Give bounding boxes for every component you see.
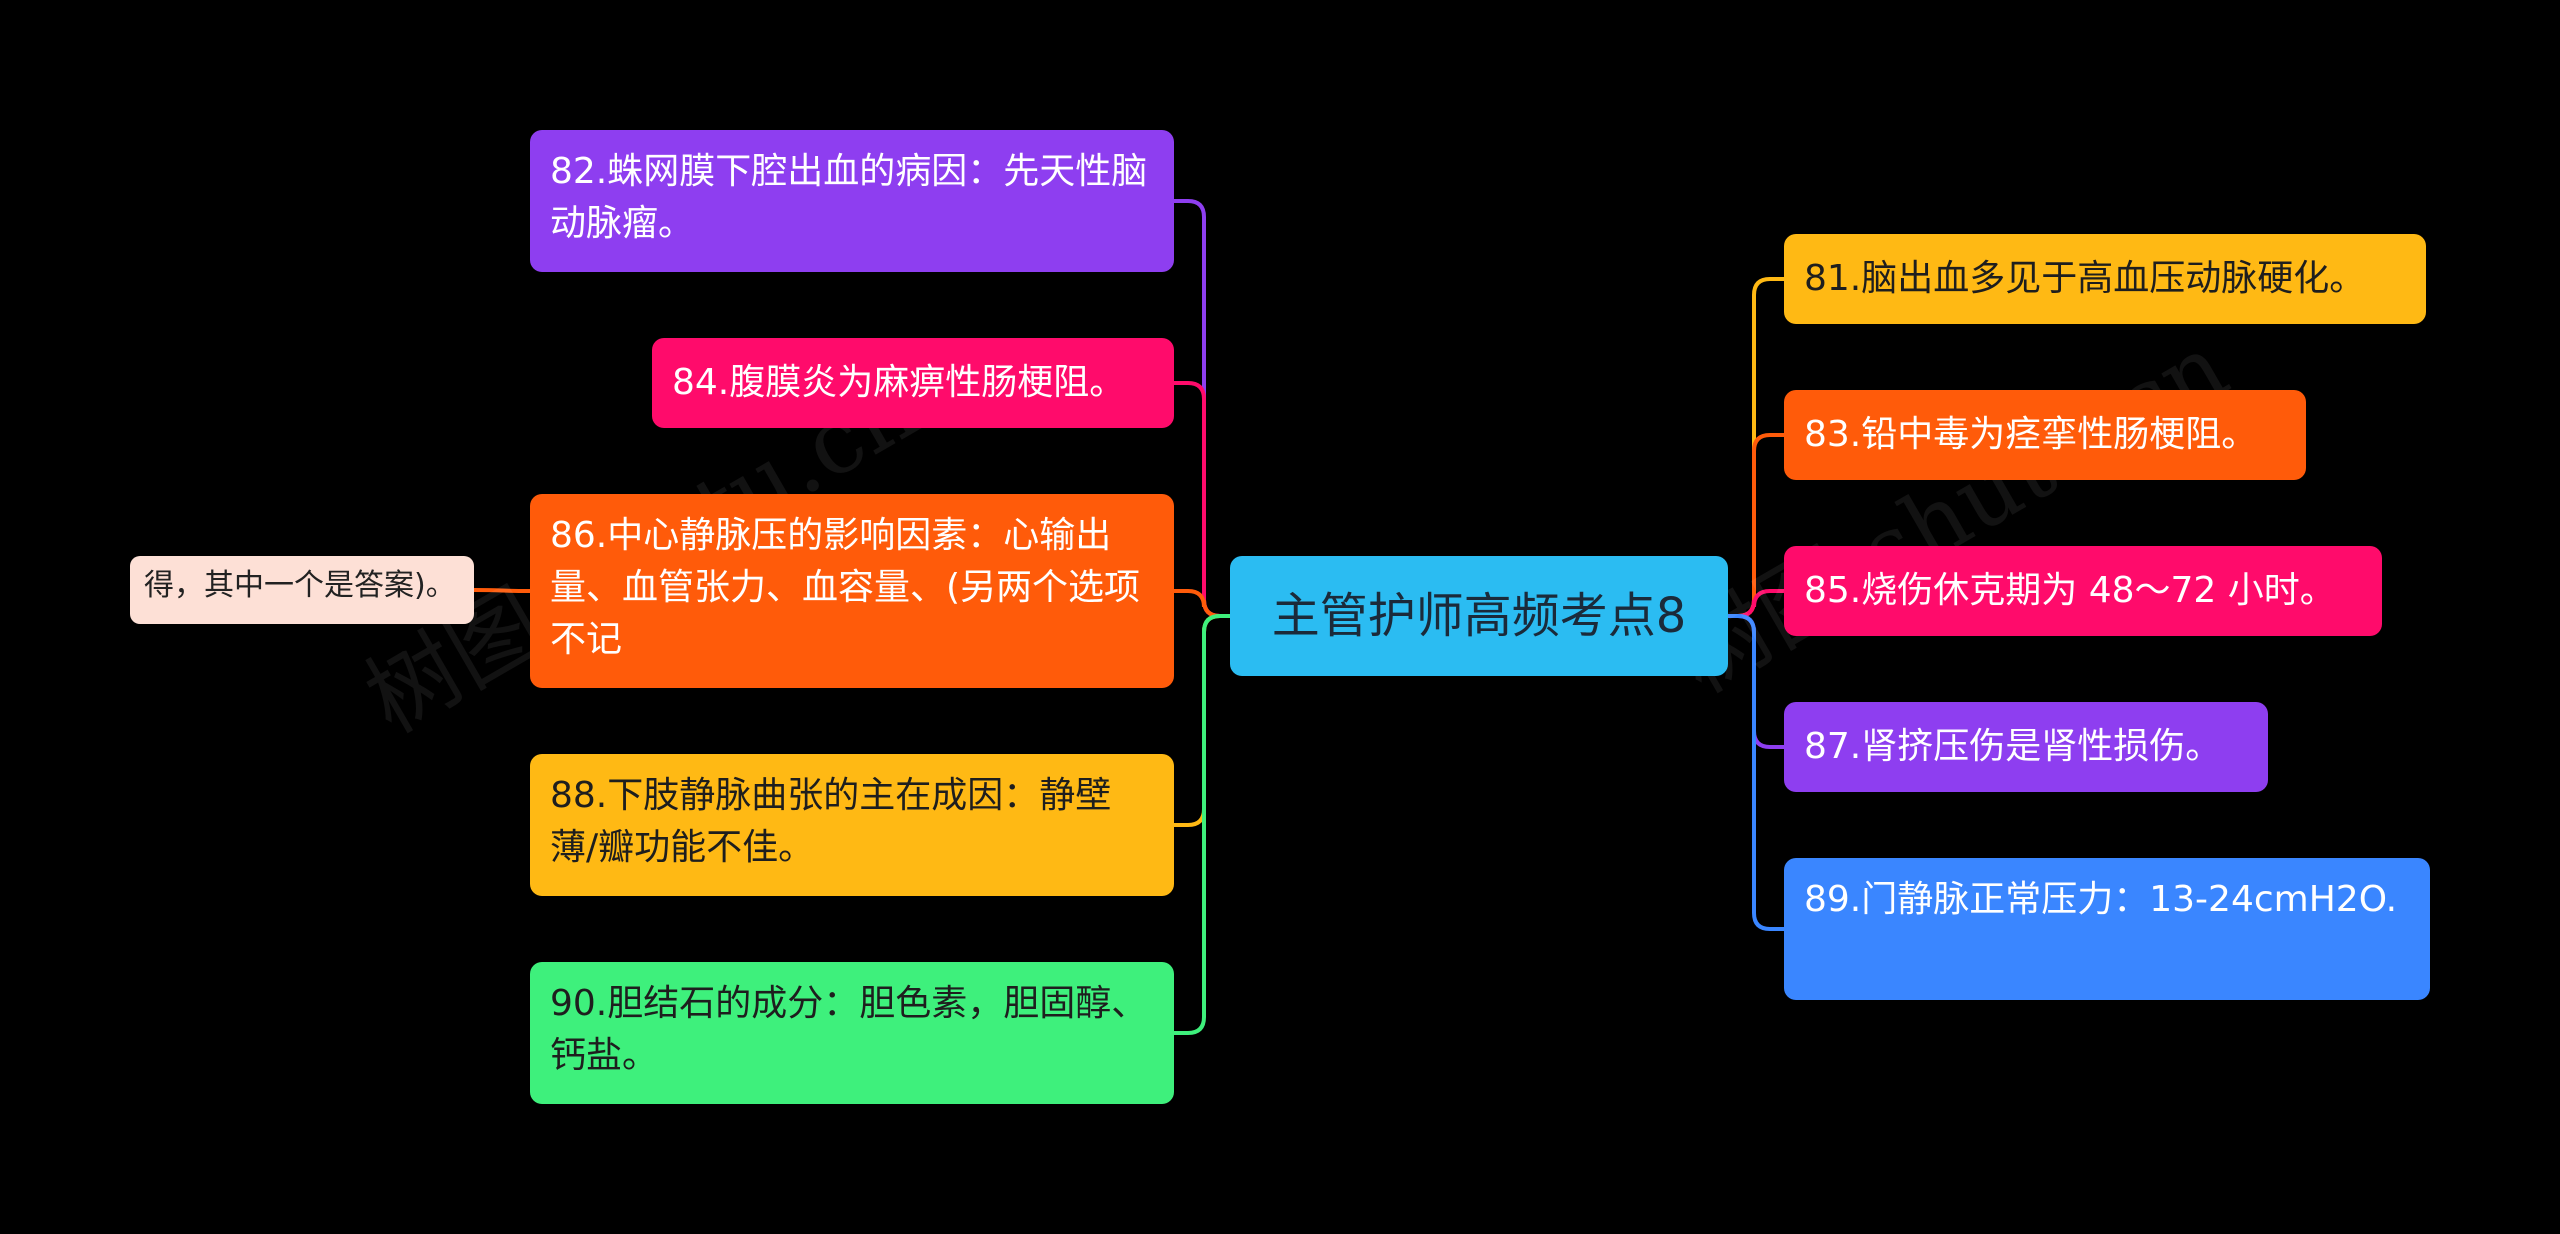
topic-node-88[interactable]: 88.下肢静脉曲张的主在成因：静壁薄/瓣功能不佳。 — [530, 754, 1174, 896]
topic-node-84[interactable]: 84.腹膜炎为麻痹性肠梗阻。 — [652, 338, 1174, 428]
connector-n83 — [1728, 433, 1784, 618]
root-topic[interactable]: 主管护师高频考点8 — [1230, 556, 1728, 676]
connector-n85 — [1728, 589, 1784, 618]
topic-node-85[interactable]: 85.烧伤休克期为 48～72 小时。 — [1784, 546, 2382, 636]
connector-n86a — [473, 588, 531, 593]
topic-node-81[interactable]: 81.脑出血多见于高血压动脉硬化。 — [1784, 234, 2426, 324]
subtopic-node-86-note[interactable]: 得，其中一个是答案)。 — [130, 556, 474, 624]
connector-n84 — [1174, 381, 1230, 618]
topic-node-89[interactable]: 89.门静脉正常压力：13-24cmH2O. — [1784, 858, 2430, 1000]
topic-node-82[interactable]: 82.蛛网膜下腔出血的病因：先天性脑动脉瘤。 — [530, 130, 1174, 272]
connector-n89 — [1728, 614, 1784, 931]
topic-node-87[interactable]: 87.肾挤压伤是肾性损伤。 — [1784, 702, 2268, 792]
topic-node-83[interactable]: 83.铅中毒为痉挛性肠梗阻。 — [1784, 390, 2306, 480]
topic-node-90[interactable]: 90.胆结石的成分：胆色素，胆固醇、钙盐。 — [530, 962, 1174, 1104]
connector-n86 — [1174, 589, 1230, 618]
connector-n90 — [1174, 614, 1230, 1035]
topic-node-86[interactable]: 86.中心静脉压的影响因素：心输出量、血管张力、血容量、(另两个选项不记 — [530, 494, 1174, 688]
